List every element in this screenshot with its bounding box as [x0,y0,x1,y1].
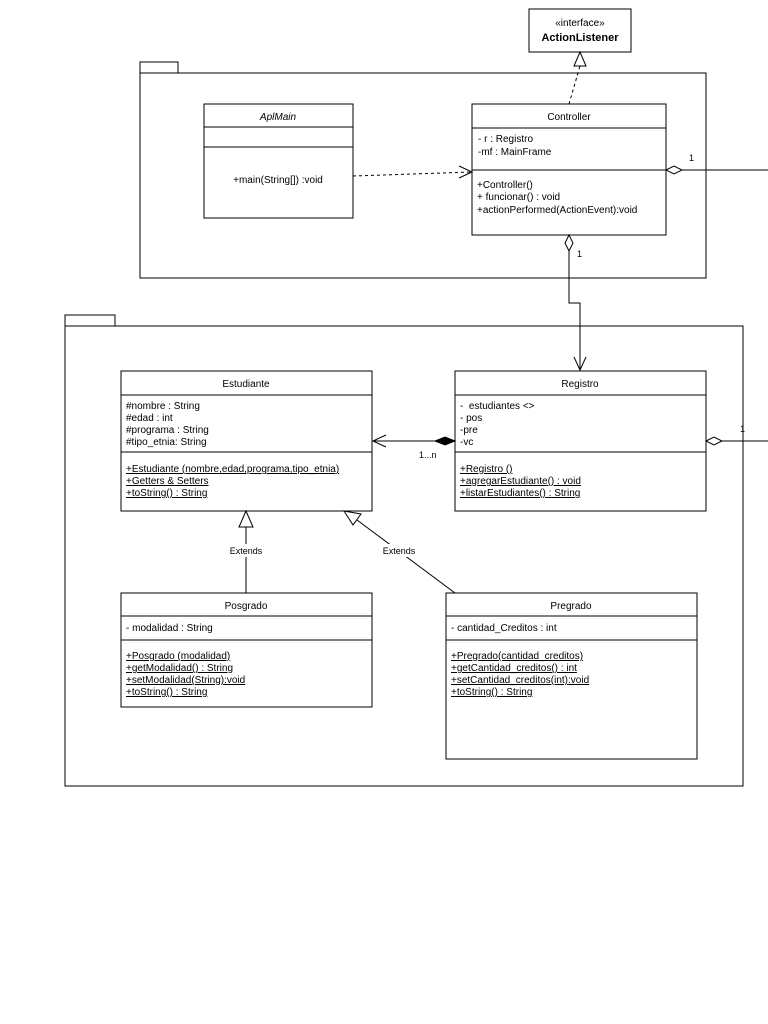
attribute-line: -pre [460,425,478,436]
attribute-line: #nombre : String [126,401,200,412]
method-line: + funcionar() : void [477,192,560,203]
method-line: +Getters & Setters [126,476,209,487]
multiplicity-label: 1 [740,424,745,434]
attribute-line: - estudiantes <> [460,401,535,412]
interface-stereotype: «interface» [555,18,605,29]
aggregation-registro-right: 1 [704,424,768,446]
class-name: Pregrado [550,601,592,612]
class-controller: Controller - r : Registro -mf : MainFram… [471,103,667,236]
method-line: +getModalidad() : String [126,663,233,674]
method-line: +setModalidad(String):void [126,675,245,686]
method-line: +toString() : String [126,687,207,698]
method-line: +agregarEstudiante() : void [460,476,581,487]
method-line: +setCantidad_creditos(int):void [451,675,589,686]
method-line: +main(String[]) :void [233,175,323,186]
interface-name: ActionListener [541,32,619,44]
multiplicity-label: 1 [689,153,694,163]
method-line: +actionPerformed(ActionEvent):void [477,205,637,216]
class-name: AplMain [259,112,297,123]
attribute-line: - modalidad : String [126,623,213,634]
realization-controller-actionlistener [568,50,587,105]
interface-actionlistener: «interface» ActionListener [528,8,632,53]
generalization-posgrado-estudiante: Extends [226,509,266,593]
class-name: Controller [547,112,591,123]
class-name: Estudiante [222,379,270,390]
attribute-line: - cantidad_Creditos : int [451,623,557,634]
method-line: +Pregrado(cantidad_creditos) [451,651,583,662]
composition-registro-estudiante: 1...n [371,434,457,460]
class-pregrado: Pregrado - cantidad_Creditos : int +Preg… [445,592,698,760]
class-name: Posgrado [225,601,268,612]
multiplicity-label: 1 [577,249,582,259]
attribute-line: #tipo_etnia: String [126,437,207,448]
dependency-aplmain-controller [352,165,474,179]
attribute-line: - r : Registro [478,134,533,145]
method-line: +Controller() [477,180,533,191]
method-line: +toString() : String [126,488,207,499]
method-line: +Posgrado (modalidad) [126,651,230,662]
method-line: +Estudiante (nombre,edad,programa,tipo_e… [126,464,339,475]
aggregation-controller-right: 1 [664,153,768,175]
method-line: +getCantidad_creditos() : int [451,663,577,674]
extends-label: Extends [230,546,263,556]
class-estudiante: Estudiante #nombre : String #edad : int … [120,370,373,512]
method-line: +Registro () [460,464,513,475]
attribute-line: -mf : MainFrame [478,147,552,158]
class-posgrado: Posgrado - modalidad : String +Posgrado … [120,592,373,708]
extends-label: Extends [383,546,416,556]
multiplicity-label: 1...n [419,450,437,460]
attribute-line: -vc [460,437,473,448]
package-bottom [64,314,744,787]
class-name: Registro [561,379,599,390]
aggregation-controller-registro: 1 [564,233,587,372]
attribute-line: #programa : String [126,425,209,436]
class-registro: Registro - estudiantes <> - pos -pre -vc… [454,370,707,512]
class-aplmain: AplMain +main(String[]) :void [203,103,354,219]
method-line: +toString() : String [451,687,532,698]
method-line: +listarEstudiantes() : String [460,488,580,499]
attribute-line: #edad : int [126,413,173,424]
generalization-pregrado-estudiante: Extends [342,510,456,594]
package-top [139,61,707,279]
attribute-line: - pos [460,413,482,424]
